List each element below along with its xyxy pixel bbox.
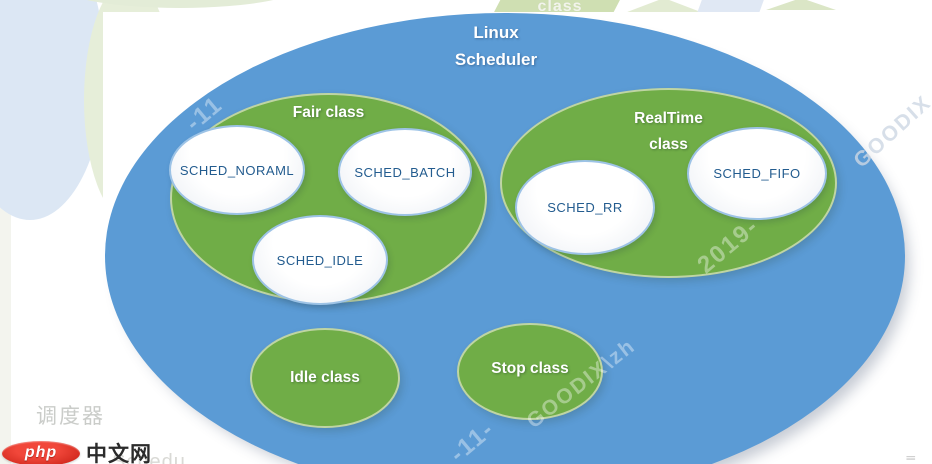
fair-class-label: Fair class xyxy=(292,104,365,121)
sched-normal-node: SCHED_NORAML xyxy=(169,125,305,215)
sched-rr-label: SCHED_RR xyxy=(547,200,623,215)
sched-rr-node: SCHED_RR xyxy=(515,160,655,255)
clipped-caption-text: Schedu xyxy=(112,451,186,464)
left-edge-strip xyxy=(0,0,11,464)
idle-class-ellipse: Idle class xyxy=(250,328,400,428)
php-logo-icon: php xyxy=(2,440,80,464)
sched-batch-node: SCHED_BATCH xyxy=(338,128,472,216)
faded-top-blob xyxy=(766,0,836,10)
diagram-title: Linux Scheduler xyxy=(380,19,612,73)
idle-class-label: Idle class xyxy=(290,369,360,386)
sched-fifo-node: SCHED_FIFO xyxy=(687,127,827,220)
sched-fifo-label: SCHED_FIFO xyxy=(713,166,801,181)
realtime-class-label: RealTime class xyxy=(502,106,835,158)
php-logo-text: php xyxy=(24,444,58,461)
php-chinese-site-logo: php 中文网 xyxy=(2,438,152,464)
corner-artifact: ≡≡ xyxy=(906,453,915,463)
background-cropped-class-text: class xyxy=(537,0,583,15)
stop-class-label: Stop class xyxy=(491,359,569,377)
sched-normal-label: SCHED_NORAML xyxy=(179,162,295,178)
sched-batch-label: SCHED_BATCH xyxy=(354,164,456,180)
stop-class-ellipse: Stop class xyxy=(457,323,603,420)
sched-idle-node: SCHED_IDLE xyxy=(252,215,388,305)
site-name-text: 中文网 xyxy=(86,443,152,464)
sched-idle-label: SCHED_IDLE xyxy=(276,252,364,268)
faded-background-green-top xyxy=(55,0,305,8)
realtime-label-line2: class xyxy=(649,136,688,153)
diagram-title-line2: Scheduler xyxy=(454,50,538,69)
realtime-label-line1: RealTime xyxy=(634,110,703,127)
diagram-title-line1: Linux xyxy=(473,23,519,42)
